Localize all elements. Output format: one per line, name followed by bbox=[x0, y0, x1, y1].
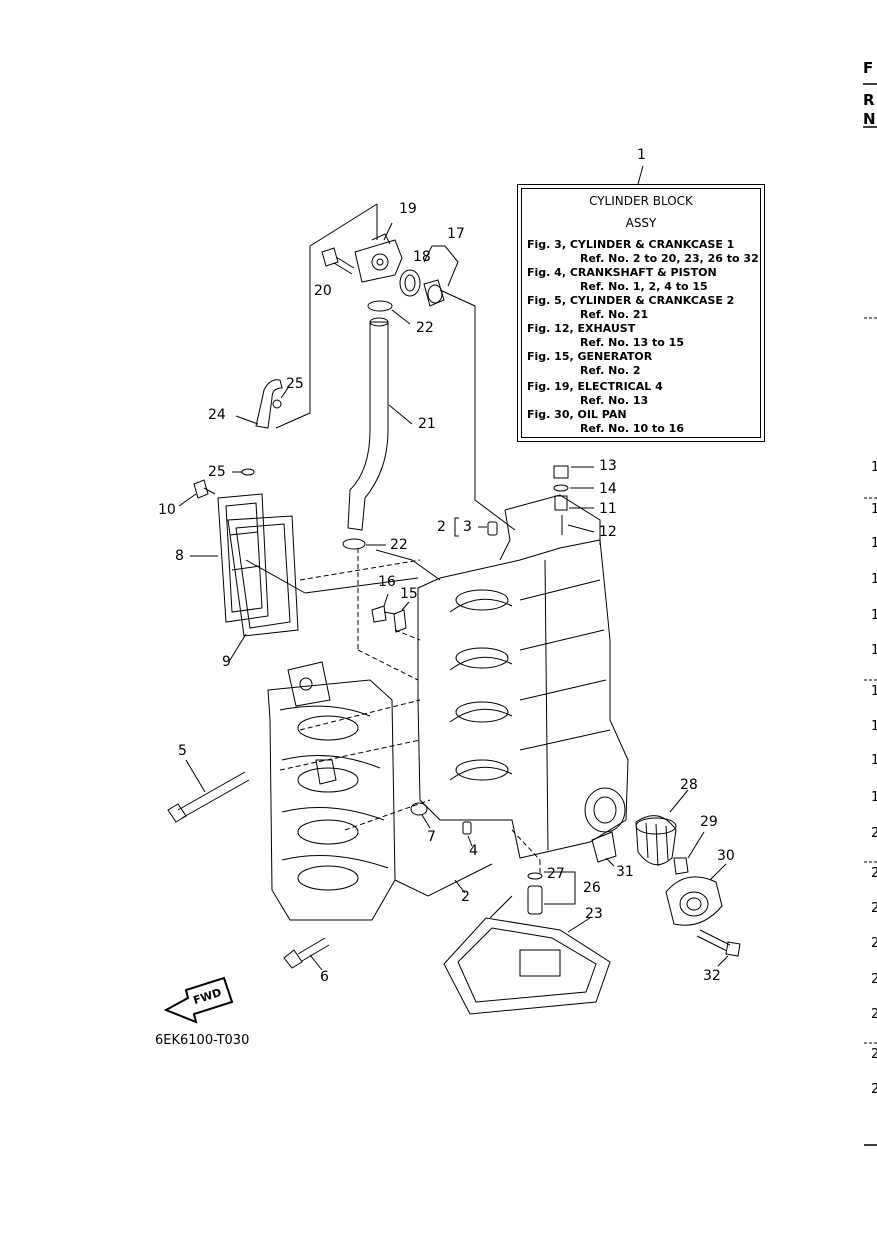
ref-line: Ref. No. 13 to 15 bbox=[580, 336, 684, 349]
ref-line: Ref. No. 13 bbox=[580, 394, 649, 407]
callout-6: 6 bbox=[320, 969, 329, 985]
callout-20: 20 bbox=[314, 283, 332, 299]
edge-number: 2 bbox=[871, 1047, 877, 1062]
callout-22-bottom: 22 bbox=[390, 537, 408, 553]
callout-7: 7 bbox=[427, 829, 436, 845]
ref-line: Fig. 19, ELECTRICAL 4 bbox=[527, 380, 663, 393]
edge-number: 2 bbox=[871, 1082, 877, 1097]
callout-23: 23 bbox=[585, 906, 603, 922]
callout-27: 27 bbox=[547, 866, 565, 882]
edge-number: 2 bbox=[871, 826, 877, 841]
ref-line: Ref. No. 10 to 16 bbox=[580, 422, 684, 435]
callout-3: 3 bbox=[463, 519, 472, 535]
callout-1: 1 bbox=[637, 147, 646, 163]
edge-number: 1 bbox=[871, 536, 877, 551]
edge-number: 1 bbox=[871, 572, 877, 587]
figure-code: 6EK6100-T030 bbox=[155, 1033, 250, 1048]
ref-line: Fig. 15, GENERATOR bbox=[527, 350, 653, 363]
callout-25-bottom: 25 bbox=[208, 464, 226, 480]
callout-14: 14 bbox=[599, 481, 617, 497]
edge-number: 2 bbox=[871, 936, 877, 951]
callout-22-top: 22 bbox=[416, 320, 434, 336]
callout-21: 21 bbox=[418, 416, 436, 432]
ref-line: Ref. No. 1, 2, 4 to 15 bbox=[580, 280, 708, 293]
callout-15: 15 bbox=[400, 586, 418, 602]
callout-2-top: 2 bbox=[437, 519, 446, 535]
edge-number: 1 bbox=[871, 460, 877, 475]
callout-12: 12 bbox=[599, 524, 617, 540]
callout-29: 29 bbox=[700, 814, 718, 830]
callout-31: 31 bbox=[616, 864, 634, 880]
callout-8: 8 bbox=[175, 548, 184, 564]
callout-32: 32 bbox=[703, 968, 721, 984]
edge-number: 1 bbox=[871, 502, 877, 517]
edge-number: 1 bbox=[871, 684, 877, 699]
ref-line: Ref. No. 2 to 20, 23, 26 to 32 bbox=[580, 252, 759, 265]
callout-2-bottom: 2 bbox=[461, 889, 470, 905]
callout-19: 19 bbox=[399, 201, 417, 217]
callout-26: 26 bbox=[583, 880, 601, 896]
ref-line: Ref. No. 21 bbox=[580, 308, 649, 321]
edge-number: 1 bbox=[871, 790, 877, 805]
ref-line: Fig. 3, CYLINDER & CRANKCASE 1 bbox=[527, 238, 735, 251]
callout-28: 28 bbox=[680, 777, 698, 793]
callout-9: 9 bbox=[222, 654, 231, 670]
ref-line: Ref. No. 2 bbox=[580, 364, 641, 377]
edge-number: 1 bbox=[871, 608, 877, 623]
edge-number: 1 bbox=[871, 753, 877, 768]
callout-4: 4 bbox=[469, 843, 478, 859]
callout-13: 13 bbox=[599, 458, 617, 474]
callout-30: 30 bbox=[717, 848, 735, 864]
callout-10: 10 bbox=[158, 502, 176, 518]
reference-info-box-inner-frame bbox=[521, 188, 761, 438]
callout-18: 18 bbox=[413, 249, 431, 265]
box-title-line2: ASSY bbox=[625, 216, 657, 230]
callout-16: 16 bbox=[378, 574, 396, 590]
edge-letter-f: F bbox=[863, 59, 874, 77]
edge-letter-r: R bbox=[863, 91, 875, 109]
callout-25-top: 25 bbox=[286, 376, 304, 392]
edge-letter-n: N bbox=[863, 110, 876, 128]
edge-number: 1 bbox=[871, 719, 877, 734]
ref-line: Fig. 5, CYLINDER & CRANKCASE 2 bbox=[527, 294, 735, 307]
callout-17: 17 bbox=[447, 226, 465, 242]
edge-number: 1 bbox=[871, 643, 877, 658]
ref-line: Fig. 12, EXHAUST bbox=[527, 322, 636, 335]
edge-number: 2 bbox=[871, 972, 877, 987]
edge-number: 2 bbox=[871, 1007, 877, 1022]
reference-info-box: CYLINDER BLOCK ASSY Fig. 3, CYLINDER & C… bbox=[517, 184, 765, 442]
edge-number: 2 bbox=[871, 866, 877, 881]
ref-line: Fig. 4, CRANKSHAFT & PISTON bbox=[527, 266, 717, 279]
callout-24: 24 bbox=[208, 407, 226, 423]
ref-line: Fig. 30, OIL PAN bbox=[527, 408, 627, 421]
callout-11: 11 bbox=[599, 501, 617, 517]
callout-5: 5 bbox=[178, 743, 187, 759]
box-title-line1: CYLINDER BLOCK bbox=[589, 194, 693, 208]
edge-number: 2 bbox=[871, 901, 877, 916]
